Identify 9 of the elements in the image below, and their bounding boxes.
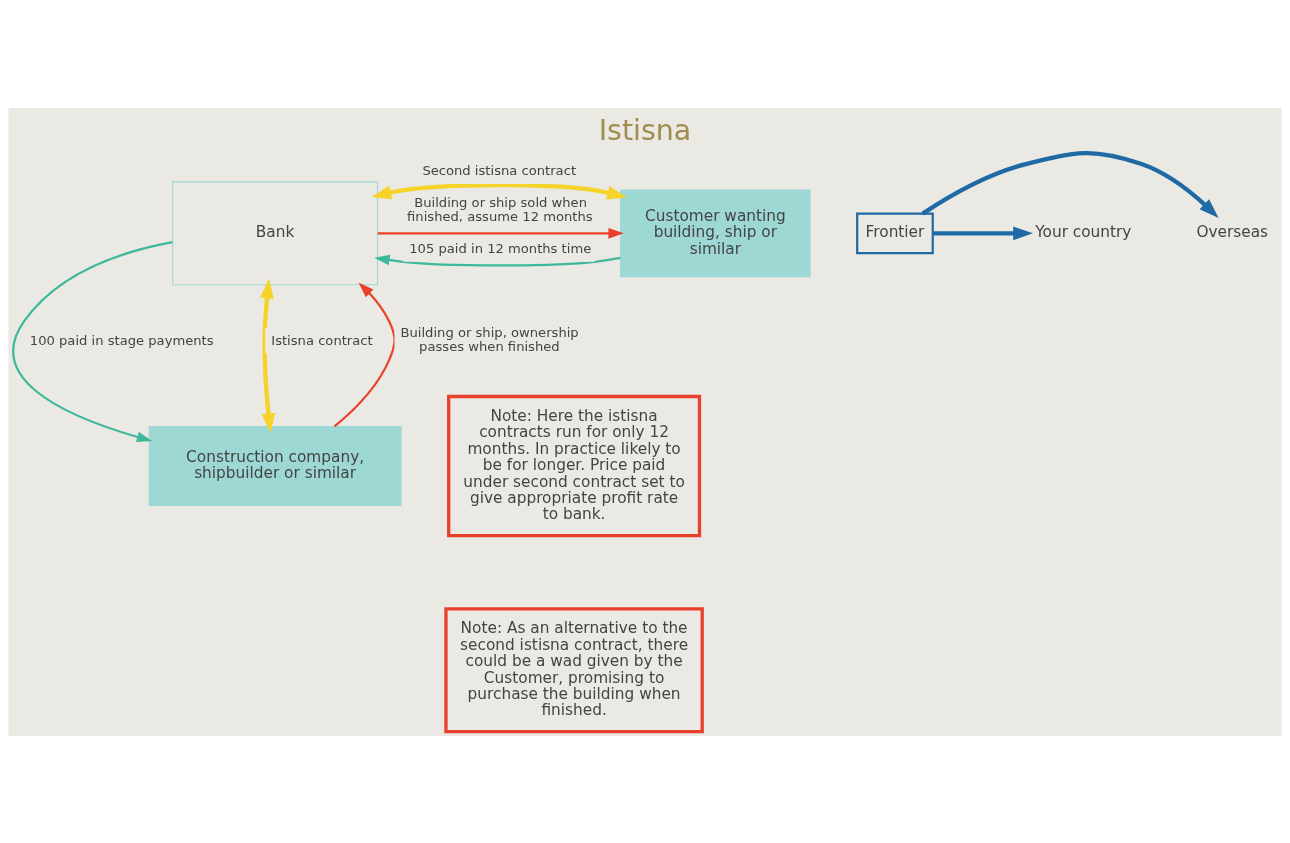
edge-label: Building or ship sold when finished, assume 12 months [407,194,593,224]
edge-label: 100 paid in stage payments [29,332,214,348]
node-text: Overseas [1196,222,1269,241]
diagram-title: Istisna [598,113,692,147]
edge-label: Istisna contract [271,332,373,348]
edge-label: 105 paid in 12 months time [409,240,592,256]
edge-label: Second istisna contract [422,162,577,178]
edge-label: Building or ship, ownership passes when finished [400,324,579,354]
node-text: Your country [1035,222,1132,241]
